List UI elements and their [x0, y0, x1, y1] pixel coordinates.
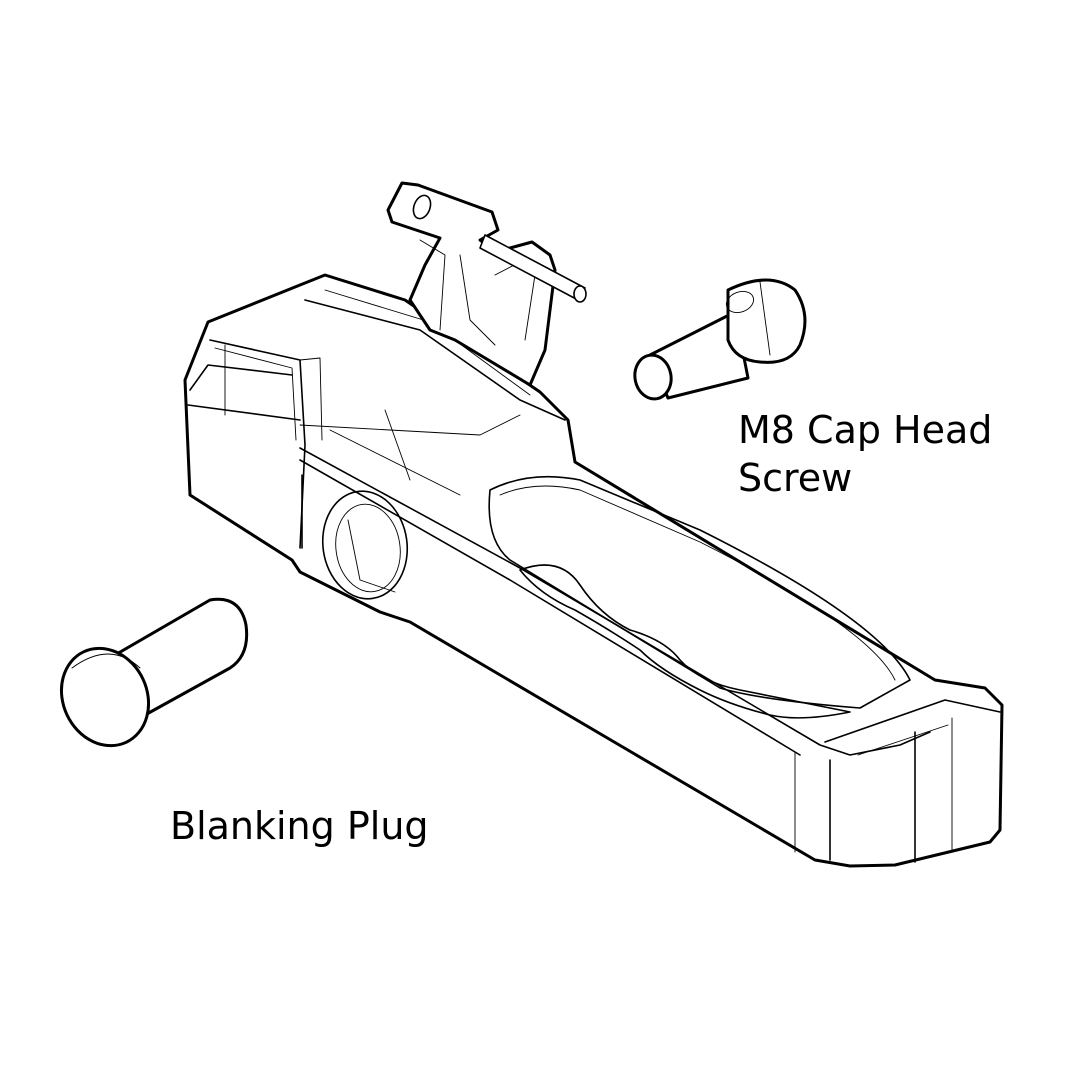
plug-label: Blanking Plug — [170, 804, 429, 848]
latch-mechanism — [386, 181, 587, 387]
screw-label-line-1: M8 Cap Head — [738, 408, 993, 452]
blanking-plug — [59, 597, 249, 748]
handle-body — [183, 273, 1004, 868]
cap-head-screw — [633, 278, 807, 401]
screw-label-line-2: Screw — [738, 456, 853, 500]
screw-label: M8 Cap Head Screw — [738, 406, 992, 502]
